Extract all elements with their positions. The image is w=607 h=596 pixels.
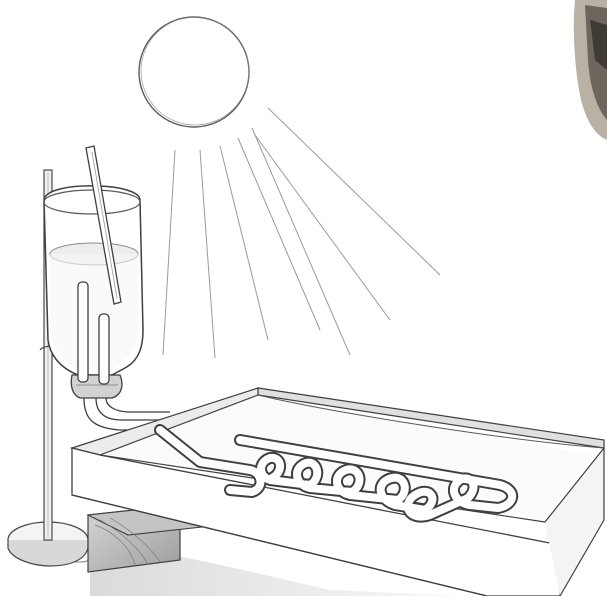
sun-rays xyxy=(163,108,440,358)
sun-ray xyxy=(268,108,440,275)
sun-ray xyxy=(200,150,215,358)
sun-ray xyxy=(163,150,175,355)
sun-ray xyxy=(238,138,320,330)
sun-ray xyxy=(252,128,350,355)
sun-icon xyxy=(139,17,249,127)
water-bottle xyxy=(44,186,143,398)
sun-ray xyxy=(220,146,268,340)
corner-photo-fragment xyxy=(574,0,607,140)
